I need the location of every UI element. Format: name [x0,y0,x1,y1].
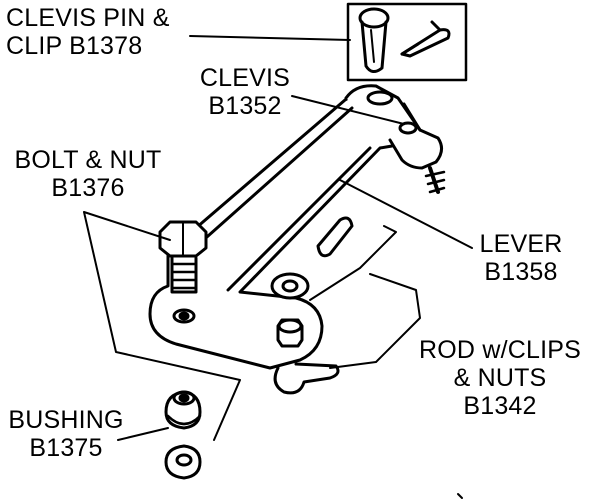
leader-clevis-pin [189,35,351,41]
rod-part [270,216,354,395]
bushing-part-upper [164,390,202,430]
label-bolt-nut-line1: BOLT & NUT [14,146,162,174]
leader-clevis [291,95,405,125]
label-bushing: BUSHING B1375 [4,406,128,462]
bushing-part-lower [164,444,202,480]
label-lever-line2: B1358 [484,258,558,286]
label-clevis-pin-clip: CLEVIS PIN & CLIP B1378 [6,4,170,60]
label-rod-line1: ROD w/CLIPS [419,336,581,364]
leader-rod [329,273,421,369]
label-rod-line3: B1342 [463,392,537,420]
clip-part [400,20,451,58]
leader-rod-box-a [309,225,397,301]
label-clevis-pin-clip-line1: CLEVIS PIN & [6,4,170,32]
label-bushing-line2: B1375 [29,434,103,462]
label-rod-line2: & NUTS [453,364,547,392]
label-clevis: CLEVIS B1352 [198,64,292,120]
label-rod-clips-nuts: ROD w/CLIPS & NUTS B1342 [412,336,588,420]
leader-lever [339,179,473,249]
label-clevis-line1: CLEVIS [199,64,291,92]
label-bolt-nut-line2: B1376 [51,174,125,202]
bolt-nut-part [158,220,208,294]
clevis-pin-part [358,7,390,73]
clevis-pin-clip-inset [346,2,468,82]
leader-bolt-nut [83,211,241,441]
corner-mark [457,493,463,499]
label-lever-line1: LEVER [479,230,563,258]
leader-lines [83,35,473,499]
leader-bushing [117,427,169,441]
label-clevis-line2: B1352 [208,92,282,120]
label-bushing-line1: BUSHING [8,406,124,434]
clevis-part [344,84,446,194]
label-lever: LEVER B1358 [474,230,568,286]
lever-part [148,93,406,370]
label-bolt-nut: BOLT & NUT B1376 [4,146,172,202]
inset-box [346,2,468,82]
label-clevis-pin-clip-line2: CLIP B1378 [6,32,143,60]
